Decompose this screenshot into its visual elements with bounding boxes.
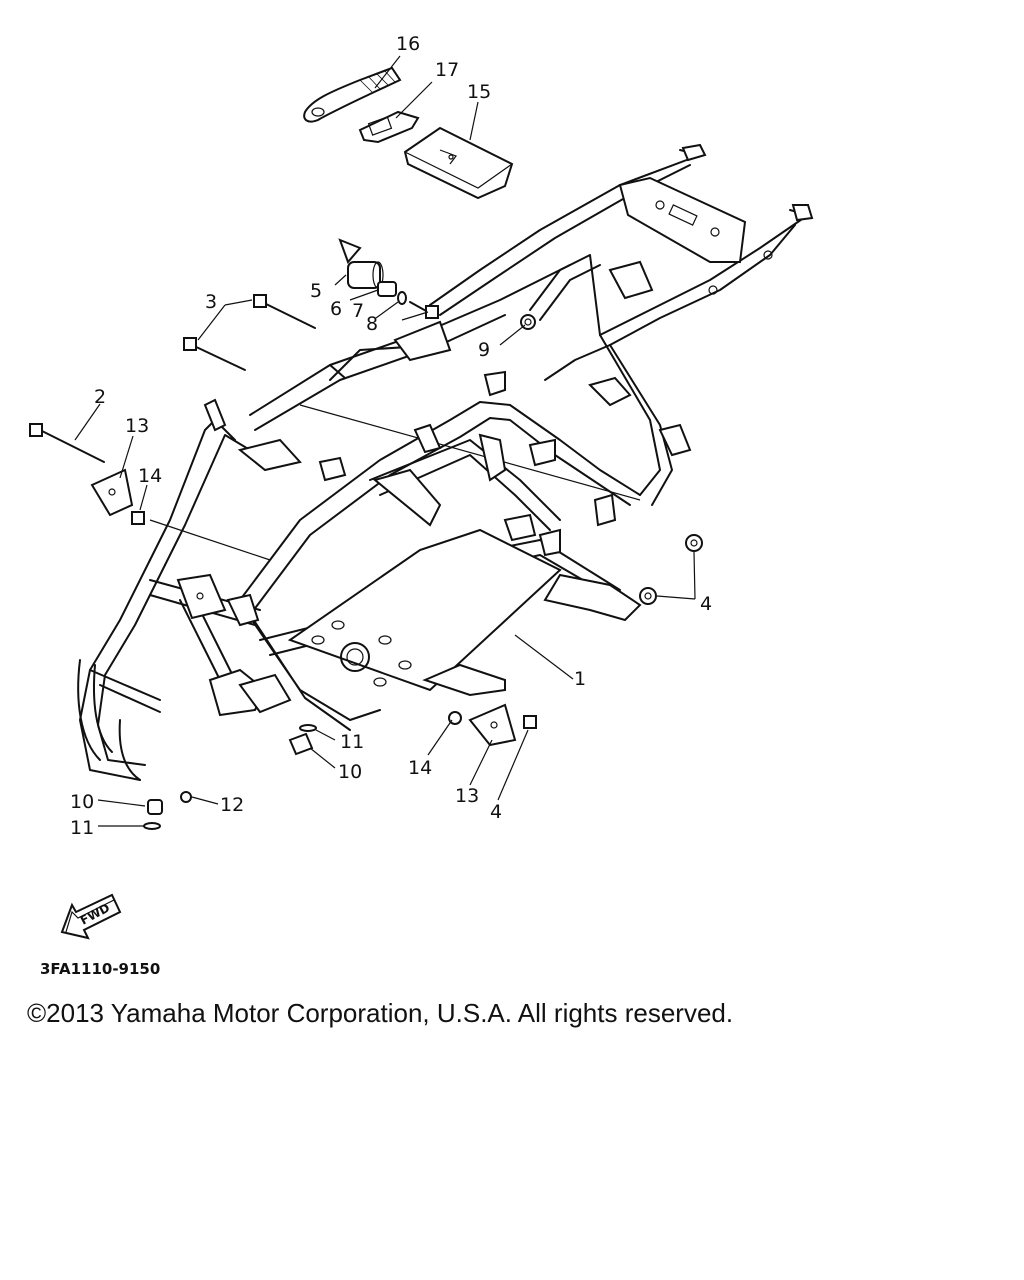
callout-13-right: 13 <box>455 785 479 807</box>
copyright-notice: ©2013 Yamaha Motor Corporation, U.S.A. A… <box>27 998 734 1028</box>
fwd-arrow-icon: FWD <box>60 893 122 940</box>
callout-11-upper: 11 <box>340 731 364 753</box>
callout-1: 1 <box>574 668 586 690</box>
callout-12: 12 <box>220 794 244 816</box>
part-11-washer-lower <box>143 822 161 830</box>
callout-10-upper: 10 <box>338 761 362 783</box>
callout-5: 5 <box>310 280 322 302</box>
part-4-nut-lower <box>523 715 537 729</box>
callout-9: 9 <box>478 339 490 361</box>
callout-11-lower: 11 <box>70 817 94 839</box>
part-4-nuts-right <box>639 534 703 605</box>
part-14-bolt-left <box>131 511 145 525</box>
part-13-bracket-left <box>90 468 134 517</box>
callout-14-right: 14 <box>408 757 432 779</box>
callout-labels: 1 2 3 4 4 5 6 7 8 9 10 10 11 11 12 13 13… <box>70 33 712 839</box>
callout-16: 16 <box>396 33 420 55</box>
callout-17: 17 <box>435 59 459 81</box>
part-13-bracket-right <box>468 703 517 747</box>
part-17-bracket <box>358 110 420 144</box>
frame-body <box>77 143 814 781</box>
diagram-part-code: 3FA1110-9150 <box>40 960 160 978</box>
callout-10-lower: 10 <box>70 791 94 813</box>
callout-6: 6 <box>330 298 342 320</box>
callout-4-right: 4 <box>700 593 712 615</box>
part-2-bolt <box>29 423 105 463</box>
callout-4-lower: 4 <box>490 801 502 823</box>
part-11-washer-upper <box>299 724 317 732</box>
part-10-damper-upper <box>288 732 314 756</box>
callout-3: 3 <box>205 291 217 313</box>
part-15-tool-pouch <box>403 126 514 200</box>
callout-14-left: 14 <box>138 465 162 487</box>
part-16-strap <box>303 66 402 123</box>
part-10-damper-lower <box>147 799 163 815</box>
callout-7: 7 <box>352 300 364 322</box>
part-3-bolts <box>183 294 316 371</box>
leader-lines <box>74 55 696 827</box>
part-8-bolt <box>409 301 439 319</box>
part-12-bolt <box>180 791 192 803</box>
callout-2: 2 <box>94 386 106 408</box>
part-7-washer <box>397 291 407 305</box>
frame-exploded-diagram: 1 2 3 4 4 5 6 7 8 9 10 10 11 11 12 13 13… <box>29 33 814 978</box>
callout-13-left: 13 <box>125 415 149 437</box>
part-6-collar <box>377 281 397 297</box>
callout-15: 15 <box>467 81 491 103</box>
callout-8: 8 <box>366 313 378 335</box>
